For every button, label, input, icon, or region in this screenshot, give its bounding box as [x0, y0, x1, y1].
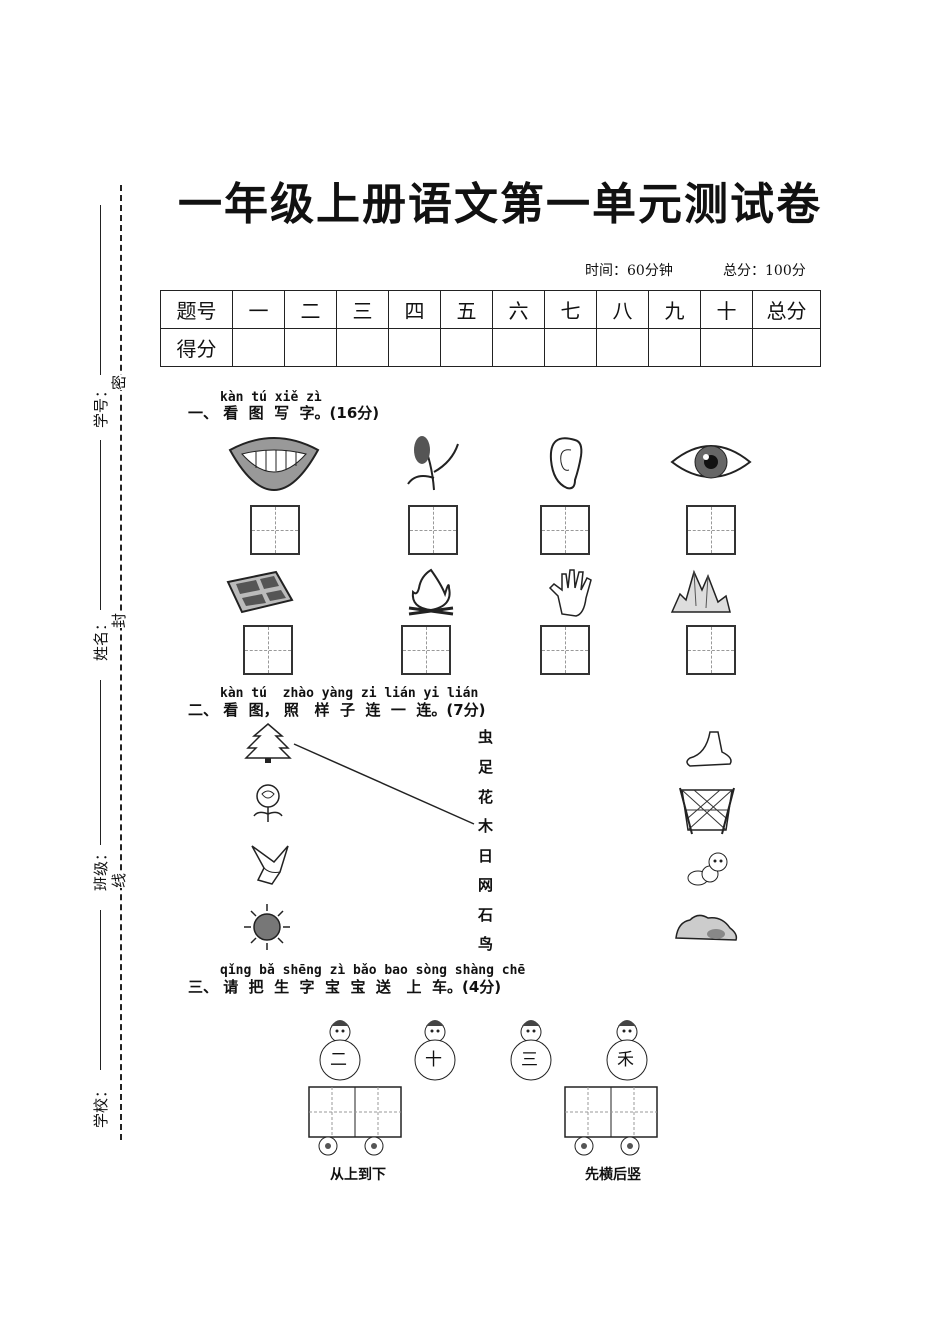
score-header-cell: 六 — [492, 290, 545, 329]
truck-icon[interactable] — [308, 1086, 403, 1156]
snowman-icon — [606, 1020, 648, 1081]
snowman-icon — [319, 1020, 361, 1081]
snowman-char: 十 — [425, 1050, 442, 1070]
tree-icon — [244, 723, 292, 763]
field-icon — [226, 570, 294, 614]
flower-icon — [253, 784, 283, 822]
seal-xian: 线 — [106, 872, 132, 889]
score-cell[interactable] — [336, 328, 389, 367]
score-table: 题号 一 二 三 四 五 六 七 八 九 十 总分 得分 — [160, 290, 821, 367]
seal-mi: 密 — [106, 374, 132, 391]
eye-icon — [670, 445, 752, 479]
score-cell[interactable] — [232, 328, 285, 367]
name-line — [100, 440, 101, 610]
sun-icon — [244, 904, 290, 950]
ear-icon — [549, 437, 583, 490]
match-word[interactable]: 石 — [478, 906, 494, 924]
bird-icon — [251, 845, 289, 885]
mountain-icon — [670, 569, 731, 613]
write-box[interactable] — [243, 625, 293, 675]
grain-icon — [407, 436, 459, 491]
snowman-char: 二 — [330, 1050, 347, 1070]
foot-icon — [686, 731, 732, 767]
write-box[interactable] — [540, 505, 590, 555]
match-word[interactable]: 花 — [478, 788, 494, 806]
seal-feng: 封 — [106, 612, 132, 629]
score-header-cell: 七 — [544, 290, 597, 329]
stone-icon — [675, 914, 738, 941]
score-header-cell: 五 — [440, 290, 493, 329]
mouth-icon — [228, 437, 320, 492]
truck-icon[interactable] — [564, 1086, 659, 1156]
school-label: 学校： — [92, 1082, 111, 1129]
match-word[interactable]: 鸟 — [478, 935, 494, 953]
q3-pinyin: qǐng bǎ shēng zì bǎo bao sòng shàng chē — [220, 963, 526, 978]
page-title: 一年级上册语文第一单元测试卷 — [178, 179, 822, 230]
score-header-cell: 九 — [648, 290, 701, 329]
score-header-cell: 题号 — [160, 290, 233, 329]
match-word[interactable]: 足 — [478, 758, 494, 776]
truck-caption: 从上到下 — [330, 1167, 386, 1183]
worm-icon — [687, 852, 728, 886]
score-cell[interactable] — [700, 328, 753, 367]
score-cell[interactable] — [544, 328, 597, 367]
write-box[interactable] — [401, 625, 451, 675]
example-connect-line — [293, 743, 475, 825]
score-cell[interactable] — [648, 328, 701, 367]
truck-caption: 先横后竖 — [585, 1167, 641, 1183]
score-cell[interactable] — [284, 328, 337, 367]
q3-title: 三、 请 把 生 字 宝 宝 送 上 车。(4分) — [188, 978, 502, 996]
write-box[interactable] — [686, 625, 736, 675]
class-line — [100, 680, 101, 845]
score-cell[interactable] — [440, 328, 493, 367]
net-icon — [679, 787, 735, 835]
q2-title: 二、 看 图， 照 样 子 连 一 连。(7分) — [188, 701, 486, 719]
write-box[interactable] — [408, 505, 458, 555]
score-cell[interactable] — [388, 328, 441, 367]
fire-icon — [408, 568, 454, 616]
match-word[interactable]: 木 — [478, 817, 494, 835]
q1-title: 一、 看 图 写 字。(16分) — [188, 404, 380, 422]
score-header-cell: 十 — [700, 290, 753, 329]
snowman-icon — [510, 1020, 552, 1081]
write-box[interactable] — [540, 625, 590, 675]
score-header-row: 题号 一 二 三 四 五 六 七 八 九 十 总分 — [160, 290, 821, 329]
match-word[interactable]: 日 — [478, 847, 494, 865]
snowman-char: 三 — [521, 1050, 538, 1070]
q2-pinyin: kàn tú zhào yàng zi lián yi lián — [220, 686, 479, 701]
seal-dashed-line — [120, 185, 122, 1140]
score-header-cell: 总分 — [752, 290, 821, 329]
match-word[interactable]: 网 — [478, 876, 494, 894]
score-header-cell: 一 — [232, 290, 285, 329]
write-box[interactable] — [250, 505, 300, 555]
score-value-row: 得分 — [160, 328, 821, 367]
match-word[interactable]: 虫 — [478, 728, 494, 746]
score-header-cell: 四 — [388, 290, 441, 329]
score-cell[interactable] — [492, 328, 545, 367]
hand-icon — [548, 569, 592, 617]
score-header-cell: 二 — [284, 290, 337, 329]
school-line — [100, 910, 101, 1070]
score-header-cell: 八 — [596, 290, 649, 329]
snowman-icon — [414, 1020, 456, 1081]
time-info: 时间：60分钟 — [585, 263, 673, 279]
score-cell[interactable] — [596, 328, 649, 367]
score-cell[interactable] — [752, 328, 821, 367]
snowman-char: 禾 — [617, 1050, 634, 1070]
q1-pinyin: kàn tú xiě zì — [220, 390, 322, 405]
score-header-cell: 三 — [336, 290, 389, 329]
write-box[interactable] — [686, 505, 736, 555]
student-id-line — [100, 205, 101, 375]
score-row-label: 得分 — [160, 328, 233, 367]
total-info: 总分：100分 — [723, 263, 806, 279]
